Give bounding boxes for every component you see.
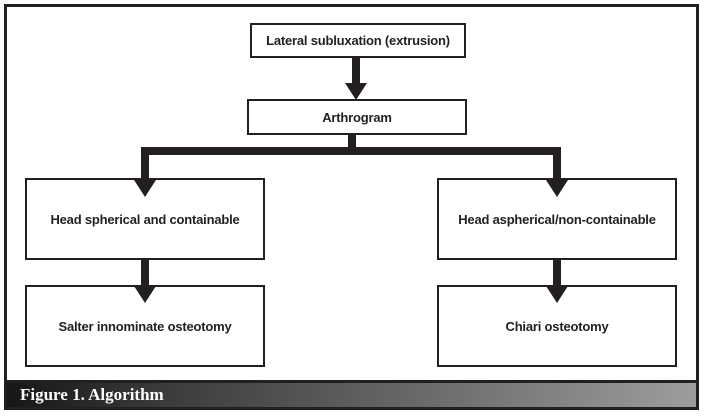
caption-text: Figure 1. Algorithm [20, 385, 164, 404]
node-chiari-osteotomy: Chiari osteotomy [437, 285, 677, 367]
node-arthrogram: Arthrogram [247, 99, 467, 135]
node-head-spherical: Head spherical and containable [25, 178, 265, 260]
node-head-aspherical: Head aspherical/non-containable [437, 178, 677, 260]
node-label: Head spherical and containable [50, 211, 240, 227]
caption-bar: Figure 1. Algorithm [7, 380, 696, 407]
node-label: Chiari osteotomy [505, 318, 609, 334]
node-label: Arthrogram [322, 109, 392, 125]
node-salter-osteotomy: Salter innominate osteotomy [25, 285, 265, 367]
node-lateral-subluxation: Lateral subluxation (extrusion) [250, 23, 466, 58]
node-label: Lateral subluxation (extrusion) [266, 33, 450, 48]
node-label: Salter innominate osteotomy [58, 318, 232, 334]
node-label: Head aspherical/non-containable [458, 211, 656, 227]
